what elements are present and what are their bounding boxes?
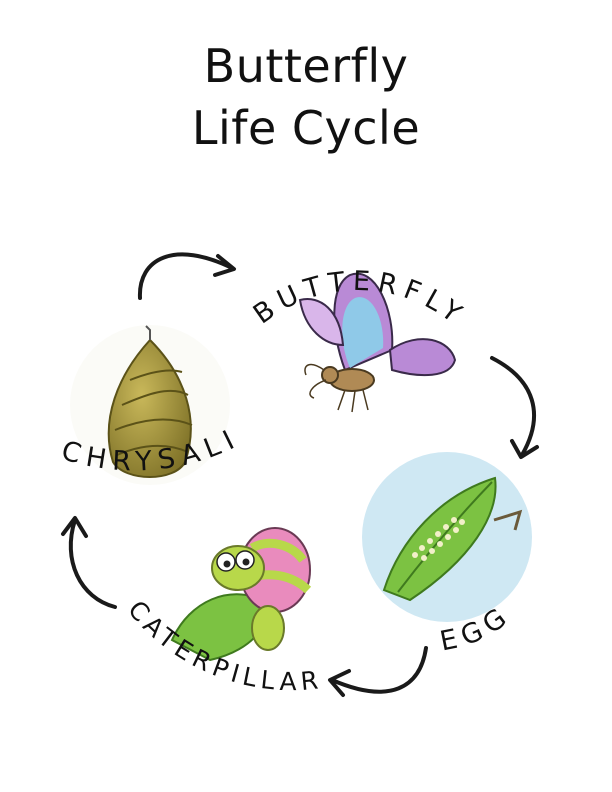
page-title-line-2: Life Cycle [191, 101, 421, 155]
page-title-line-1: Butterfly [203, 39, 409, 93]
arrow-butterfly-to-egg [490, 356, 539, 459]
egg-on-leaf-illustration [362, 452, 532, 622]
butterfly-illustration [298, 272, 457, 413]
arrow-chrysalis-to-butterfly [137, 252, 236, 300]
caterpillar-illustration [170, 527, 312, 662]
arrow-egg-to-caterpillar [328, 646, 428, 697]
chrysalis-illustration [70, 325, 230, 485]
arrow-caterpillar-to-chrysalis [61, 516, 117, 609]
